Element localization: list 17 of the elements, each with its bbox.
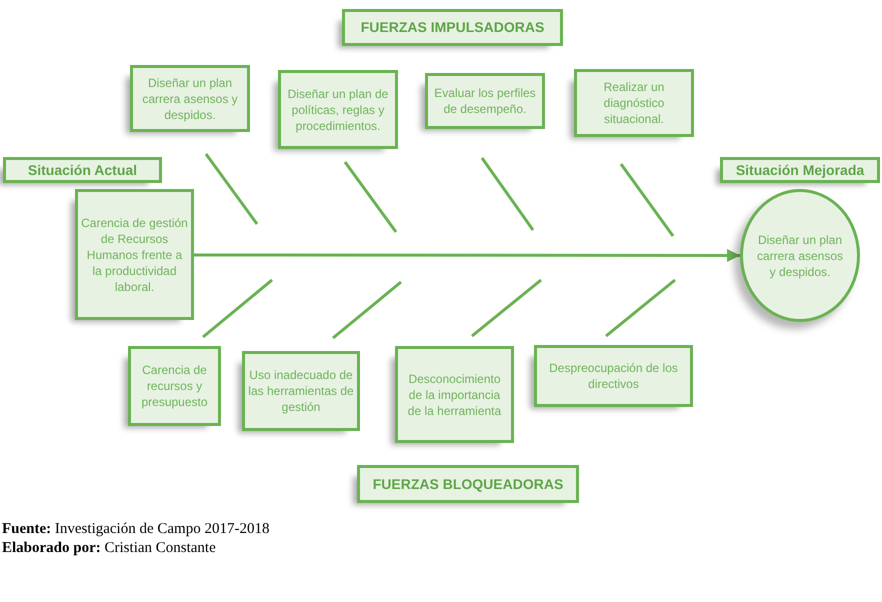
goal-ellipse: Diseñar un plan carrera asensos y despidos. <box>740 189 860 322</box>
heading-box: Situación Mejorada <box>720 157 880 183</box>
source-note: Fuente: Investigación de Campo 2017-2018 <box>2 520 270 538</box>
text-box: Evaluar los perfiles de desempeño. <box>425 73 545 129</box>
text-box: Despreocupación de los directivos <box>534 345 693 407</box>
arrow <box>194 248 740 262</box>
text-box: Realizar un diagnóstico situacional. <box>574 69 694 137</box>
text-box: Diseñar un plan de políticas, reglas y procedimientos. <box>278 70 398 149</box>
text-box: Desconocimiento de la importancia de la herramienta <box>395 346 514 443</box>
heading-box: FUERZAS BLOQUEADORAS <box>357 465 579 503</box>
text-box: Uso inadecuado de las herramientas de gestión <box>242 351 360 431</box>
text-box: Diseñar un plan carrera asensos y despidos. <box>130 65 250 132</box>
heading-box: FUERZAS IMPULSADORAS <box>342 9 563 46</box>
heading-box: Situación Actual <box>3 157 162 183</box>
text-box: Carencia de gestión de Recursos Humanos frente a la productividad laboral. <box>75 189 194 320</box>
text-box: Carencia de recursos y presupuesto <box>128 346 221 426</box>
source-note: Elaborado por: Cristian Constante <box>2 539 216 557</box>
